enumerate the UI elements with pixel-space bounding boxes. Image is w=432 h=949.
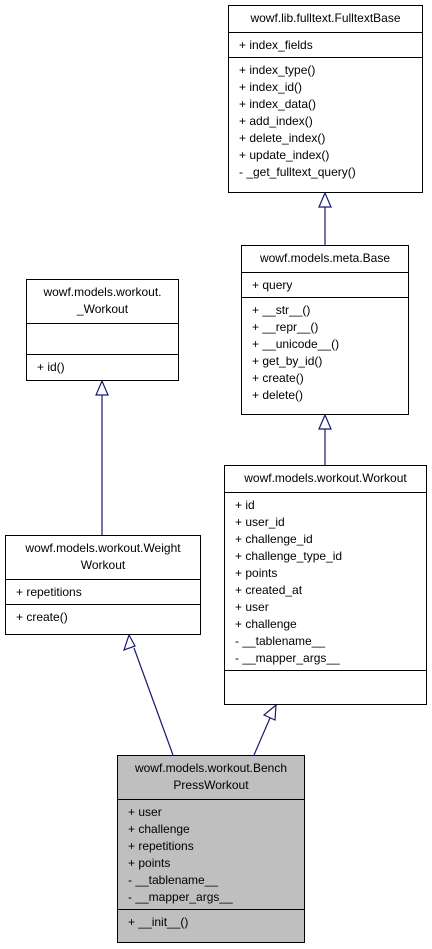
arrowhead-workout	[262, 703, 277, 721]
method: + get_by_id()	[252, 354, 323, 368]
method: + __init__()	[128, 915, 189, 929]
class-title: wowf.models.meta.Base	[259, 251, 391, 265]
attribute: + query	[252, 278, 293, 292]
attribute: + user	[235, 600, 269, 614]
attribute: - __tablename__	[128, 873, 219, 887]
attribute: + challenge	[235, 617, 297, 631]
attribute: + challenge_id	[235, 532, 313, 546]
methods-section: + id()	[27, 354, 178, 379]
class-workout[interactable]: wowf.models.workout.Workout + id + user_…	[224, 465, 427, 705]
attribute: + created_at	[235, 583, 303, 597]
class-weight-workout[interactable]: wowf.models.workout.Weight Workout + rep…	[5, 535, 201, 635]
method: + __unicode__()	[252, 337, 340, 351]
attributes-section: + index_fields	[229, 32, 422, 57]
class-title: wowf.models.workout.Weight Workout	[25, 541, 181, 572]
class-title: wowf.lib.fulltext.FulltextBase	[250, 11, 401, 25]
class-bench-press-workout[interactable]: wowf.models.workout.Bench PressWorkout +…	[117, 755, 305, 943]
attributes-section: + repetitions	[6, 579, 200, 604]
method: + create()	[252, 371, 304, 385]
method: + index_type()	[239, 63, 316, 77]
attribute: + points	[128, 856, 171, 870]
attributes-section: + id + user_id + challenge_id + challeng…	[225, 492, 426, 670]
attribute: - __mapper_args__	[128, 890, 233, 904]
attributes-section: + user + challenge + repetitions + point…	[118, 799, 304, 909]
method: - _get_fulltext_query()	[239, 165, 356, 179]
method: + create()	[16, 610, 68, 624]
method: + update_index()	[239, 148, 330, 162]
method: + id()	[37, 360, 65, 374]
class-title: wowf.models.workout.Workout	[244, 471, 407, 485]
attribute: + challenge	[128, 822, 190, 836]
methods-section	[225, 670, 426, 701]
attribute: + user	[128, 805, 162, 819]
edge-bench-to-weight-workout	[133, 647, 174, 756]
arrowhead-fulltext-base	[318, 191, 332, 208]
attribute: + index_fields	[239, 38, 313, 52]
methods-section: + __str__() + __repr__() + __unicode__()…	[242, 297, 408, 407]
arrowhead-weight-workout	[123, 633, 136, 651]
class-underscore-workout[interactable]: wowf.models.workout. _Workout + id()	[26, 279, 179, 381]
attribute: - __mapper_args__	[235, 651, 340, 665]
attribute: + id	[235, 498, 255, 512]
attribute: + points	[235, 566, 278, 580]
method: + index_id()	[239, 80, 303, 94]
methods-section: + __init__()	[118, 909, 304, 934]
class-meta-base[interactable]: wowf.models.meta.Base + query + __str__(…	[241, 245, 409, 415]
attribute: - __tablename__	[235, 634, 326, 648]
arrowhead-underscore-workout	[95, 379, 109, 396]
method: + add_index()	[239, 114, 313, 128]
class-fulltext-base[interactable]: wowf.lib.fulltext.FulltextBase + index_f…	[228, 5, 423, 193]
edge-bench-to-workout	[253, 717, 271, 756]
methods-section: + create()	[6, 604, 200, 629]
attributes-section: + query	[242, 272, 408, 297]
arrowhead-meta-base	[318, 413, 332, 430]
attribute: + challenge_type_id	[235, 549, 343, 563]
class-title: wowf.models.workout. _Workout	[43, 285, 162, 316]
attributes-section	[27, 323, 178, 354]
method: + __repr__()	[252, 320, 319, 334]
attribute: + repetitions	[128, 839, 194, 853]
methods-section: + index_type() + index_id() + index_data…	[229, 57, 422, 184]
method: + index_data()	[239, 97, 317, 111]
method: + delete()	[252, 388, 304, 402]
attribute: + repetitions	[16, 585, 82, 599]
class-title: wowf.models.workout.Bench PressWorkout	[134, 761, 288, 792]
method: + delete_index()	[239, 131, 326, 145]
attribute: + user_id	[235, 515, 285, 529]
method: + __str__()	[252, 303, 311, 317]
